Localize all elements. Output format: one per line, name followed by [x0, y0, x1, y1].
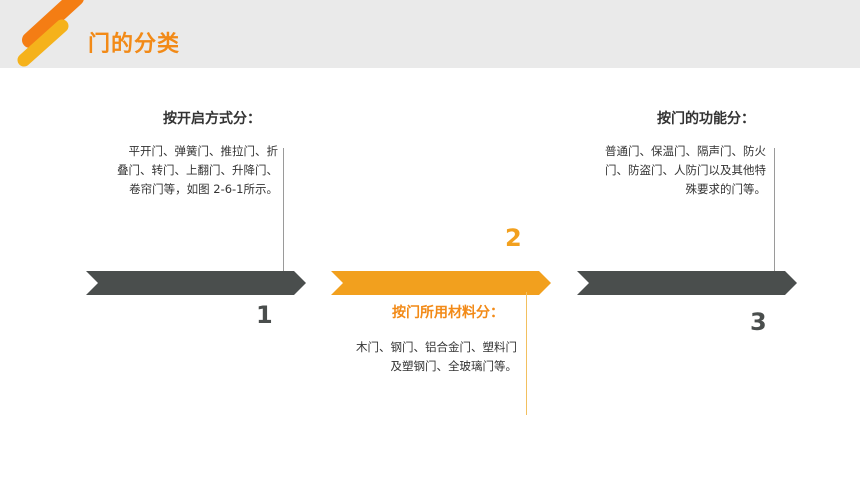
step-3-connector-line	[774, 148, 775, 272]
step-1-line: 卷帘门等，如图 2-6-1所示。	[129, 182, 278, 196]
step-3-description: 普通门、保温门、隔声门、防火 门、防盗门、人防门以及其他特 殊要求的门等。	[605, 142, 766, 199]
step-1-arrow	[86, 271, 306, 295]
step-3-arrow	[577, 271, 797, 295]
step-2-number: 2	[505, 224, 522, 252]
step-2-heading: 按门所用材料分：	[392, 305, 504, 321]
header-bar	[0, 0, 860, 68]
step-2-arrow	[331, 271, 551, 295]
step-3-line: 普通门、保温门、隔声门、防火	[605, 144, 766, 158]
step-1-description: 平开门、弹簧门、推拉门、折 叠门、转门、上翻门、升降门、 卷帘门等，如图 2-6…	[117, 142, 278, 199]
logo-stripes-icon	[17, 0, 84, 67]
step-3-number: 3	[750, 308, 767, 336]
step-3-heading: 按门的功能分：	[657, 111, 755, 127]
step-1-line: 平开门、弹簧门、推拉门、折	[128, 144, 279, 158]
step-1-number: 1	[256, 301, 273, 329]
step-2-connector-line	[526, 292, 527, 415]
step-3-line: 殊要求的门等。	[685, 182, 767, 196]
step-1-heading: 按开启方式分：	[163, 111, 261, 127]
step-1-line: 叠门、转门、上翻门、升降门、	[117, 163, 278, 177]
step-3-line: 门、防盗门、人防门以及其他特	[605, 163, 766, 177]
step-1-connector-line	[283, 148, 284, 272]
step-2-line: 木门、钢门、铝合金门、塑料门	[356, 340, 517, 354]
step-2-description: 木门、钢门、铝合金门、塑料门 及塑钢门、全玻璃门等。	[356, 338, 517, 376]
page-title: 门的分类	[88, 32, 181, 57]
step-2-line: 及塑钢门、全玻璃门等。	[390, 359, 518, 373]
